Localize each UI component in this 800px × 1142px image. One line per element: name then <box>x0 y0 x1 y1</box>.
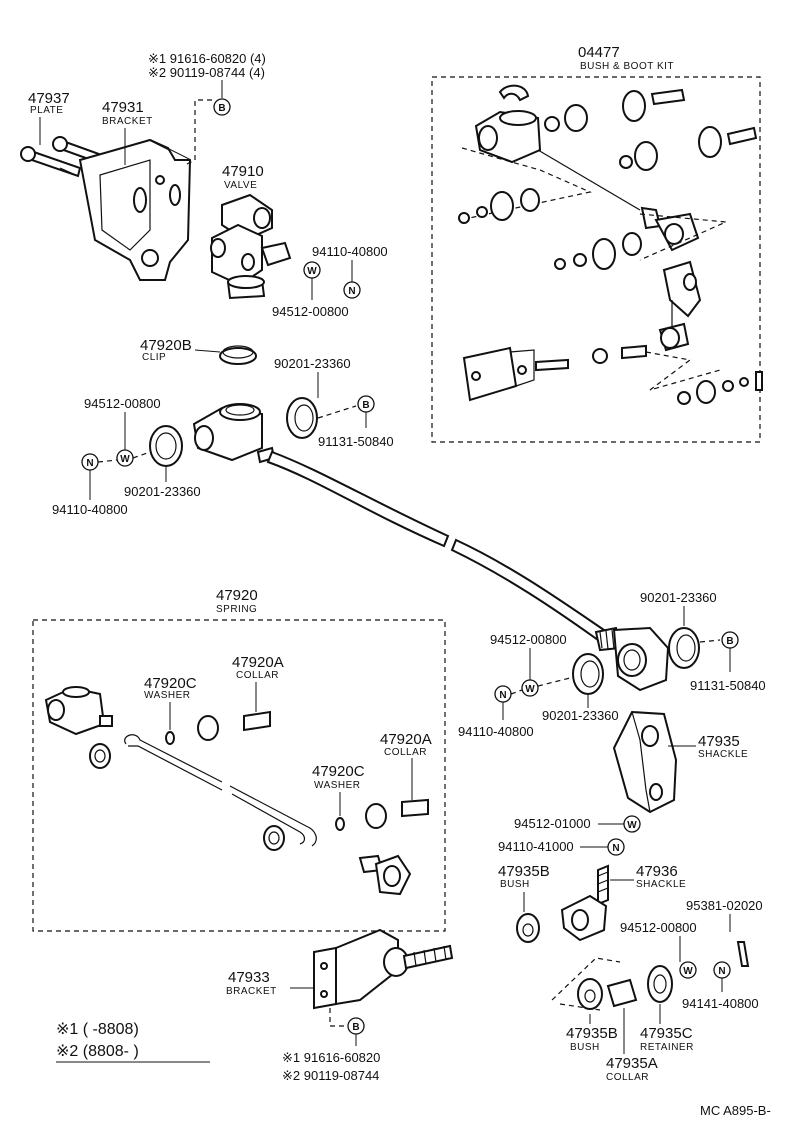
nut-right-label: 94110-40800 <box>458 724 534 739</box>
shackle-47935 <box>612 710 678 814</box>
svg-text:W: W <box>525 684 535 695</box>
part-47920a-2-name: COLLAR <box>384 747 427 758</box>
nut-bottom-label: 94141-40800 <box>682 996 759 1011</box>
nut-symbol-top <box>343 281 361 299</box>
svg-text:B: B <box>726 636 733 647</box>
part-47931: 47931 <box>102 99 144 116</box>
svg-text:W: W <box>307 266 317 277</box>
part-47920c-1: 47920C <box>144 675 197 692</box>
seal-right-low-label: 90201-23360 <box>542 708 619 723</box>
part-47935c: 47935C <box>640 1025 693 1042</box>
part-47935b-1: 47935B <box>498 863 550 880</box>
svg-text:W: W <box>683 966 693 977</box>
bolt-symbol-top <box>213 98 231 116</box>
bracket-47933 <box>313 928 454 1010</box>
rod-assembly <box>192 403 670 692</box>
seal-right-low <box>572 653 604 695</box>
seal-right-label: 90201-23360 <box>640 590 717 605</box>
nut-top-label: 94110-40800 <box>312 244 388 259</box>
note-1: ※1 ( -8808) <box>56 1021 139 1038</box>
kit-number: 04477 <box>578 44 620 61</box>
part-47910-name: VALVE <box>224 180 257 191</box>
part-47935: 47935 <box>698 733 740 750</box>
svg-text:B: B <box>352 1022 359 1033</box>
part-47935b-1-name: BUSH <box>500 879 530 890</box>
part-47920c-2: 47920C <box>312 763 365 780</box>
svg-text:W: W <box>627 820 637 831</box>
bush-set-bottom <box>551 957 673 1011</box>
washer-top-label: 94512-00800 <box>272 304 349 319</box>
part-47933-name: BRACKET <box>226 986 277 997</box>
washer-shackle-label: 94512-01000 <box>514 816 591 831</box>
plate-bracket-assembly <box>20 136 192 281</box>
bolt-note-bottom-2: ※2 90119-08744 <box>282 1068 379 1083</box>
seal-top <box>286 397 318 439</box>
bolt-note-top-2: ※2 90119-08744 (4) <box>148 65 265 80</box>
kit-contents <box>458 84 763 405</box>
svg-text:N: N <box>718 966 725 977</box>
part-47910: 47910 <box>222 163 264 180</box>
svg-text:B: B <box>362 400 369 411</box>
part-47920b-name: CLIP <box>142 352 166 363</box>
spring-name: SPRING <box>216 604 257 615</box>
part-47920a-2: 47920A <box>380 731 432 748</box>
svg-text:N: N <box>86 458 93 469</box>
part-47920b: 47920B <box>140 337 192 354</box>
svg-text:N: N <box>612 843 619 854</box>
washer-symbol-bottom <box>679 961 697 979</box>
svg-text:N: N <box>348 286 355 297</box>
seal-top-label: 90201-23360 <box>274 356 351 371</box>
washer-symbol-right <box>521 679 539 697</box>
part-47937-name: PLATE <box>30 105 63 116</box>
part-47920c-1-name: WASHER <box>144 690 191 701</box>
bolt-91131-top: 91131-50840 <box>318 434 394 449</box>
nut-shackle-label: 94110-41000 <box>498 839 574 854</box>
nut-left-label: 94110-40800 <box>52 502 128 517</box>
nut-symbol-shackle <box>607 838 625 856</box>
bolt-note-top-1: ※1 91616-60820 (4) <box>148 51 266 66</box>
clip-47920b <box>219 345 257 365</box>
part-47931-name: BRACKET <box>102 116 153 127</box>
part-47936: 47936 <box>636 863 678 880</box>
valve-47910 <box>210 193 292 300</box>
part-47935c-name: RETAINER <box>640 1042 694 1053</box>
bush-boot-kit-box <box>431 76 761 443</box>
washer-symbol-shackle <box>623 815 641 833</box>
part-47935a: 47935A <box>606 1055 658 1072</box>
svg-text:B: B <box>218 103 225 114</box>
seal-left <box>149 425 183 467</box>
part-47935a-name: COLLAR <box>606 1072 649 1083</box>
washer-left-label: 94512-00800 <box>84 396 161 411</box>
part-47937: 47937 <box>28 90 70 107</box>
svg-text:W: W <box>120 454 130 465</box>
part-47920c-2-name: WASHER <box>314 780 361 791</box>
spring-number: 47920 <box>216 587 258 604</box>
part-47933: 47933 <box>228 969 270 986</box>
bolt-note-bottom-1: ※1 91616-60820 <box>282 1050 380 1065</box>
svg-text:N: N <box>499 690 506 701</box>
part-47935b-2: 47935B <box>566 1025 618 1042</box>
part-47920a-1: 47920A <box>232 654 284 671</box>
note-2: ※2 (8808- ) <box>56 1043 139 1060</box>
washer-bottom-label: 94512-00800 <box>620 920 697 935</box>
bush-47935b-1 <box>516 913 540 943</box>
seal-left-label: 90201-23360 <box>124 484 201 499</box>
shackle-47936 <box>560 864 609 942</box>
part-47935-name: SHACKLE <box>698 749 748 760</box>
kit-name: BUSH & BOOT KIT <box>580 61 674 72</box>
part-47935b-2-name: BUSH <box>570 1042 600 1053</box>
spring-contents <box>44 686 429 896</box>
bolt-91131-right: 91131-50840 <box>690 678 766 693</box>
seal-right <box>668 627 700 669</box>
part-47936-name: SHACKLE <box>636 879 686 890</box>
part-47920a-1-name: COLLAR <box>236 670 279 681</box>
pin-95381-label: 95381-02020 <box>686 898 763 913</box>
washer-right-label: 94512-00800 <box>490 632 567 647</box>
diagram-code: MC A895-B- <box>700 1103 771 1118</box>
spring-kit-box <box>32 619 446 932</box>
